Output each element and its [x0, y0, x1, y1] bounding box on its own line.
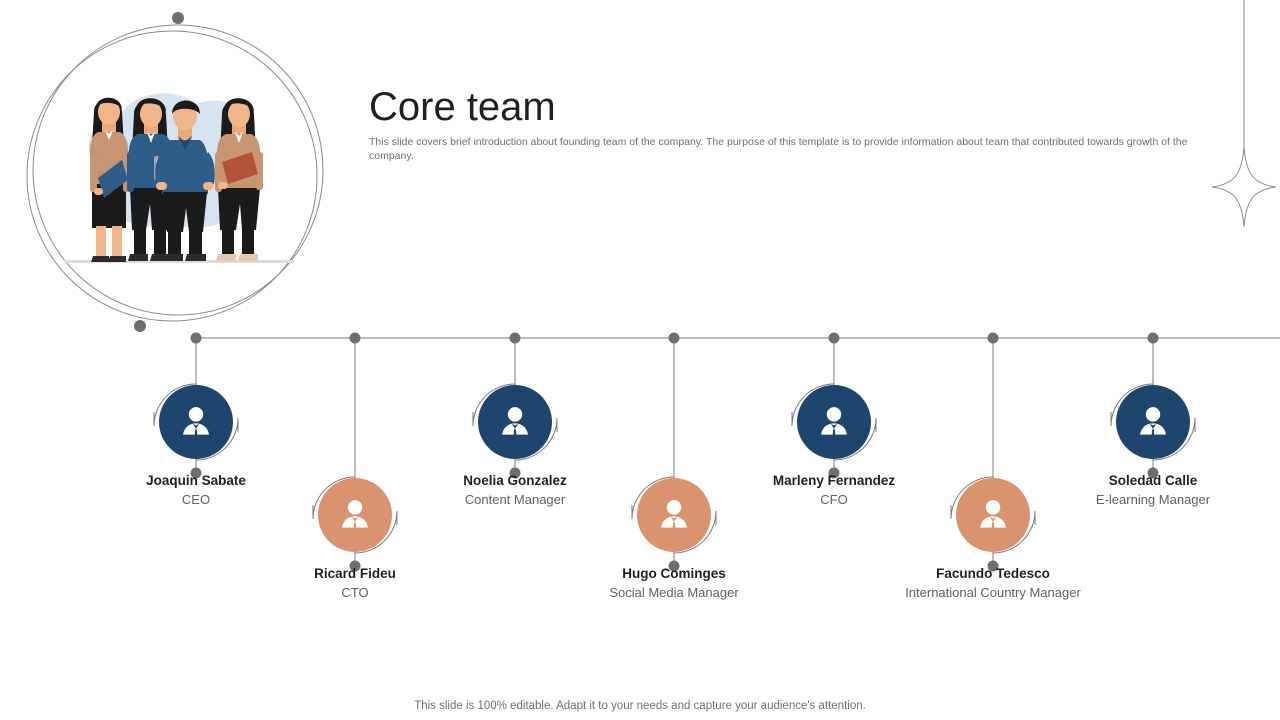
member-role: Content Manager: [464, 492, 566, 507]
member-role: International Country Manager: [905, 585, 1081, 600]
avatar-wrap: [1110, 383, 1196, 461]
member-name: Marleny Fernandez: [772, 473, 896, 488]
illustration-person-3: [155, 100, 215, 261]
footer-note: This slide is 100% editable. Adapt it to…: [414, 700, 866, 712]
member-name: Joaquin Sabate: [146, 473, 246, 488]
person-suit-icon: [183, 407, 209, 436]
timeline-node-dots: [190, 332, 1159, 344]
person-suit-icon: [502, 407, 528, 436]
member-text: Facundo Tedesco International Country Ma…: [883, 564, 1103, 602]
connector-stems-top-lower: [195, 459, 1154, 470]
avatar-wrap: [950, 476, 1036, 554]
member-role: CEO: [181, 492, 211, 507]
team-member-card-7[interactable]: Soledad Calle E-learning Manager: [1043, 383, 1263, 509]
person-suit-icon: [661, 500, 687, 529]
member-name: Hugo Cominges: [622, 566, 726, 581]
person-suit-icon: [980, 500, 1006, 529]
member-name: Soledad Calle: [1108, 473, 1198, 488]
avatar: [318, 478, 392, 552]
member-role: CFO: [820, 492, 848, 507]
avatar-wrap: [472, 383, 558, 461]
illustration-person-4: [215, 98, 263, 261]
hero-ring-dot-bottom: [134, 320, 146, 332]
avatar: [478, 385, 552, 459]
member-role: CTO: [341, 585, 369, 600]
person-suit-icon: [821, 407, 847, 436]
avatar: [956, 478, 1030, 552]
four-point-star-icon: [1211, 0, 1277, 228]
avatar-wrap: [631, 476, 717, 554]
member-name: Ricard Fideu: [314, 566, 396, 581]
member-role: Social Media Manager: [609, 585, 739, 600]
team-member-card-6[interactable]: Facundo Tedesco International Country Ma…: [883, 476, 1103, 602]
member-text: Ricard Fideu CTO: [245, 564, 465, 602]
team-member-card-3[interactable]: Noelia Gonzalez Content Manager: [405, 383, 625, 509]
member-text: Joaquin Sabate CEO: [86, 471, 306, 509]
connector-stems-top: [195, 338, 1154, 385]
team-member-card-4[interactable]: Hugo Cominges Social Media Manager: [564, 476, 784, 602]
hero-ring-dot-top: [172, 12, 184, 24]
business-team-illustration: [64, 93, 294, 263]
avatar: [797, 385, 871, 459]
avatar: [1116, 385, 1190, 459]
avatar: [159, 385, 233, 459]
avatar-wrap: [791, 383, 877, 461]
title-block: Core team This slide covers brief introd…: [369, 82, 1199, 163]
illustration-person-1: [90, 97, 130, 262]
member-name: Facundo Tedesco: [936, 566, 1050, 581]
avatar-wrap: [312, 476, 398, 554]
member-text: Hugo Cominges Social Media Manager: [564, 564, 784, 602]
person-suit-icon: [342, 500, 368, 529]
member-text: Marleny Fernandez CFO: [724, 471, 944, 509]
member-text: Soledad Calle E-learning Manager: [1043, 471, 1263, 509]
member-role: E-learning Manager: [1095, 492, 1211, 507]
person-suit-icon: [1140, 407, 1166, 436]
avatar-wrap: [153, 383, 239, 461]
page-title: Core team: [369, 85, 556, 129]
member-name: Noelia Gonzalez: [463, 473, 567, 488]
page-subtitle: This slide covers brief introduction abo…: [369, 136, 1188, 162]
avatar: [637, 478, 711, 552]
member-text: Noelia Gonzalez Content Manager: [405, 471, 625, 509]
